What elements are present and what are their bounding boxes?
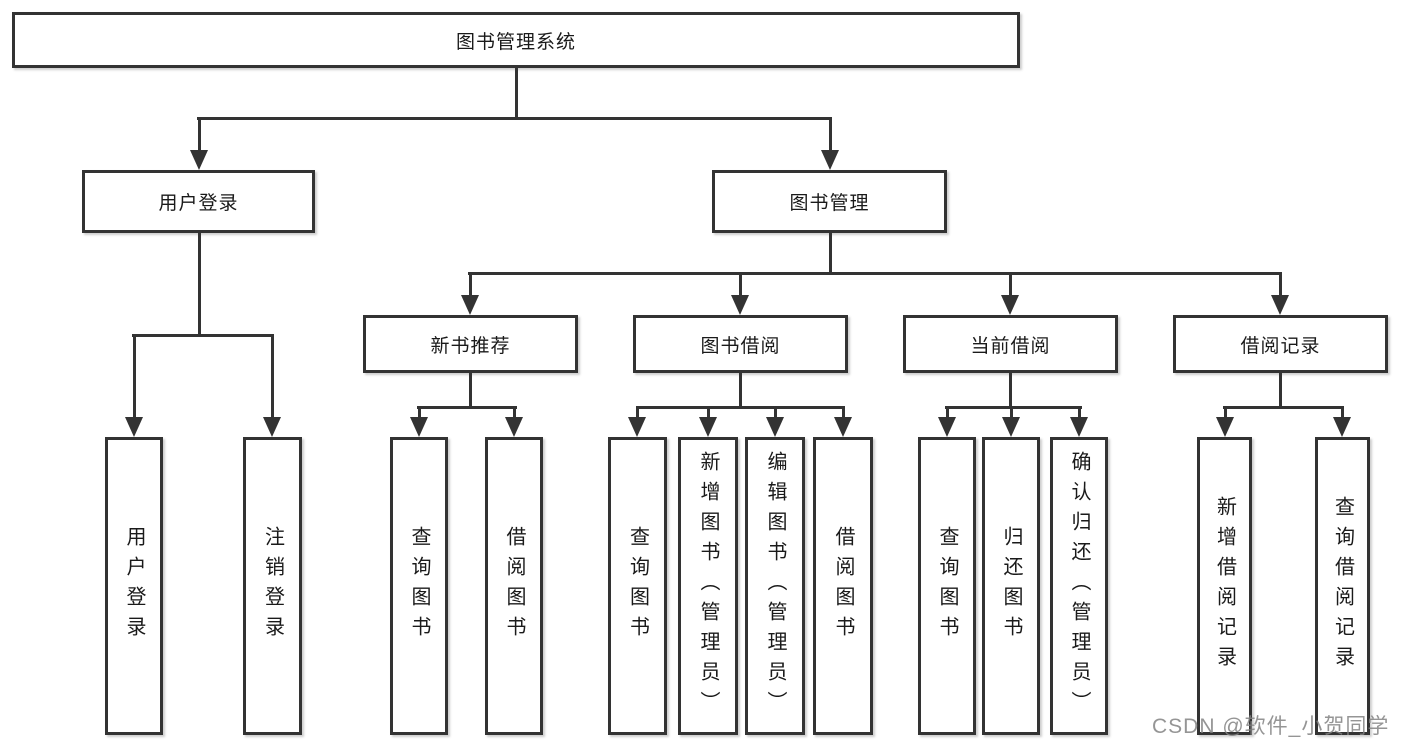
- node-new-book-recommendation: 新书推荐: [363, 315, 578, 373]
- connector-drop-level2: [1009, 273, 1012, 297]
- leaf-confirm-return-admin: 确认归还（管理员）: [1050, 437, 1108, 735]
- node-user-login: 用户登录: [82, 170, 315, 233]
- node-label: 当前借阅: [970, 335, 1051, 357]
- connector-drop-leaf: [946, 406, 949, 420]
- arrow-down-icon: [1001, 295, 1019, 315]
- arrow-down-icon: [699, 417, 717, 437]
- node-label: 图书管理系统: [455, 31, 576, 53]
- node-label: 查询图书: [408, 526, 430, 646]
- connector-mgmt-stem: [829, 233, 832, 274]
- connector-drop-leaf: [774, 406, 777, 420]
- connector-level1-bar: [197, 117, 832, 120]
- node-label: 新增借阅记录: [1213, 496, 1236, 676]
- arrow-down-icon: [731, 295, 749, 315]
- node-book-borrowing: 图书借阅: [633, 315, 848, 373]
- arrow-down-icon: [125, 417, 143, 437]
- arrow-down-icon: [1070, 417, 1088, 437]
- arrow-down-icon: [505, 417, 523, 437]
- connector-drop-user-login: [198, 118, 201, 152]
- connector-drop-leaf: [513, 406, 516, 420]
- connector-drop-level2: [469, 273, 472, 297]
- node-label: 归还图书: [1000, 526, 1022, 646]
- connector-drop-leaf: [1224, 406, 1227, 420]
- connector-borrow-stem: [739, 373, 742, 409]
- connector-login-bar: [132, 334, 274, 337]
- arrow-down-icon: [1271, 295, 1289, 315]
- leaf-user-login: 用户登录: [105, 437, 163, 735]
- node-label: 编辑图书（管理员）: [764, 451, 786, 721]
- connector-drop-leaf: [636, 406, 639, 420]
- node-label: 新增图书（管理员）: [697, 451, 719, 721]
- node-current-borrowing: 当前借阅: [903, 315, 1118, 373]
- leaf-return-books: 归还图书: [982, 437, 1040, 735]
- arrow-down-icon: [938, 417, 956, 437]
- node-label: 查询图书: [936, 526, 958, 646]
- connector-drop-leaf: [1078, 406, 1081, 420]
- leaf-borrow-books: 借阅图书: [813, 437, 873, 735]
- leaf-query-borrow-record: 查询借阅记录: [1315, 437, 1370, 735]
- arrow-down-icon: [1216, 417, 1234, 437]
- connector-drop-leaf: [1341, 406, 1344, 420]
- node-borrowing-records: 借阅记录: [1173, 315, 1388, 373]
- connector-current-bar: [945, 406, 1082, 409]
- node-label: 查询图书: [626, 526, 649, 646]
- node-label: 借阅图书: [832, 526, 854, 646]
- connector-borrow-bar: [636, 406, 845, 409]
- node-label: 借阅图书: [503, 526, 525, 646]
- connector-drop-leaf: [842, 406, 845, 420]
- node-label: 确认归还（管理员）: [1068, 451, 1090, 721]
- arrow-down-icon: [628, 417, 646, 437]
- arrow-down-icon: [821, 150, 839, 170]
- node-root: 图书管理系统: [12, 12, 1020, 68]
- leaf-query-books-current: 查询图书: [918, 437, 976, 735]
- node-label: 图书管理: [789, 193, 870, 214]
- leaf-add-borrow-record: 新增借阅记录: [1197, 437, 1252, 735]
- arrow-down-icon: [410, 417, 428, 437]
- connector-recommend-stem: [469, 373, 472, 409]
- node-label: 注销登录: [261, 526, 284, 646]
- arrow-down-icon: [766, 417, 784, 437]
- arrow-down-icon: [263, 417, 281, 437]
- connector-level2-bar: [468, 272, 1282, 275]
- arrow-down-icon: [461, 295, 479, 315]
- node-label: 用户登录: [158, 193, 239, 214]
- node-label: 图书借阅: [700, 335, 781, 357]
- arrow-down-icon: [1333, 417, 1351, 437]
- node-label: 借阅记录: [1240, 335, 1321, 357]
- leaf-query-books-borrow: 查询图书: [608, 437, 667, 735]
- leaf-logout: 注销登录: [243, 437, 302, 735]
- leaf-borrow-books-recommend: 借阅图书: [485, 437, 543, 735]
- connector-drop-level2: [739, 273, 742, 297]
- leaf-query-books-recommend: 查询图书: [390, 437, 448, 735]
- node-label: 用户登录: [123, 526, 145, 646]
- connector-drop-leaf: [271, 335, 274, 420]
- connector-drop-leaf: [133, 335, 136, 420]
- arrow-down-icon: [190, 150, 208, 170]
- connector-drop-book-management: [829, 118, 832, 152]
- leaf-add-book-admin: 新增图书（管理员）: [678, 437, 738, 735]
- connector-records-bar: [1223, 406, 1344, 409]
- connector-login-stem: [198, 233, 201, 336]
- connector-current-stem: [1009, 373, 1012, 409]
- connector-drop-leaf: [1010, 406, 1013, 420]
- connector-drop-leaf: [707, 406, 710, 420]
- arrow-down-icon: [834, 417, 852, 437]
- connector-drop-level2: [1279, 273, 1282, 297]
- connector-recommend-bar: [417, 406, 517, 409]
- watermark-text: CSDN @软件_小贺同学: [1152, 715, 1390, 738]
- connector-drop-leaf: [418, 406, 421, 420]
- connector-root-stem: [515, 68, 518, 118]
- node-book-management: 图书管理: [712, 170, 947, 233]
- leaf-edit-book-admin: 编辑图书（管理员）: [745, 437, 805, 735]
- arrow-down-icon: [1002, 417, 1020, 437]
- node-label: 查询借阅记录: [1331, 496, 1354, 676]
- connector-records-stem: [1279, 373, 1282, 409]
- node-label: 新书推荐: [430, 335, 511, 357]
